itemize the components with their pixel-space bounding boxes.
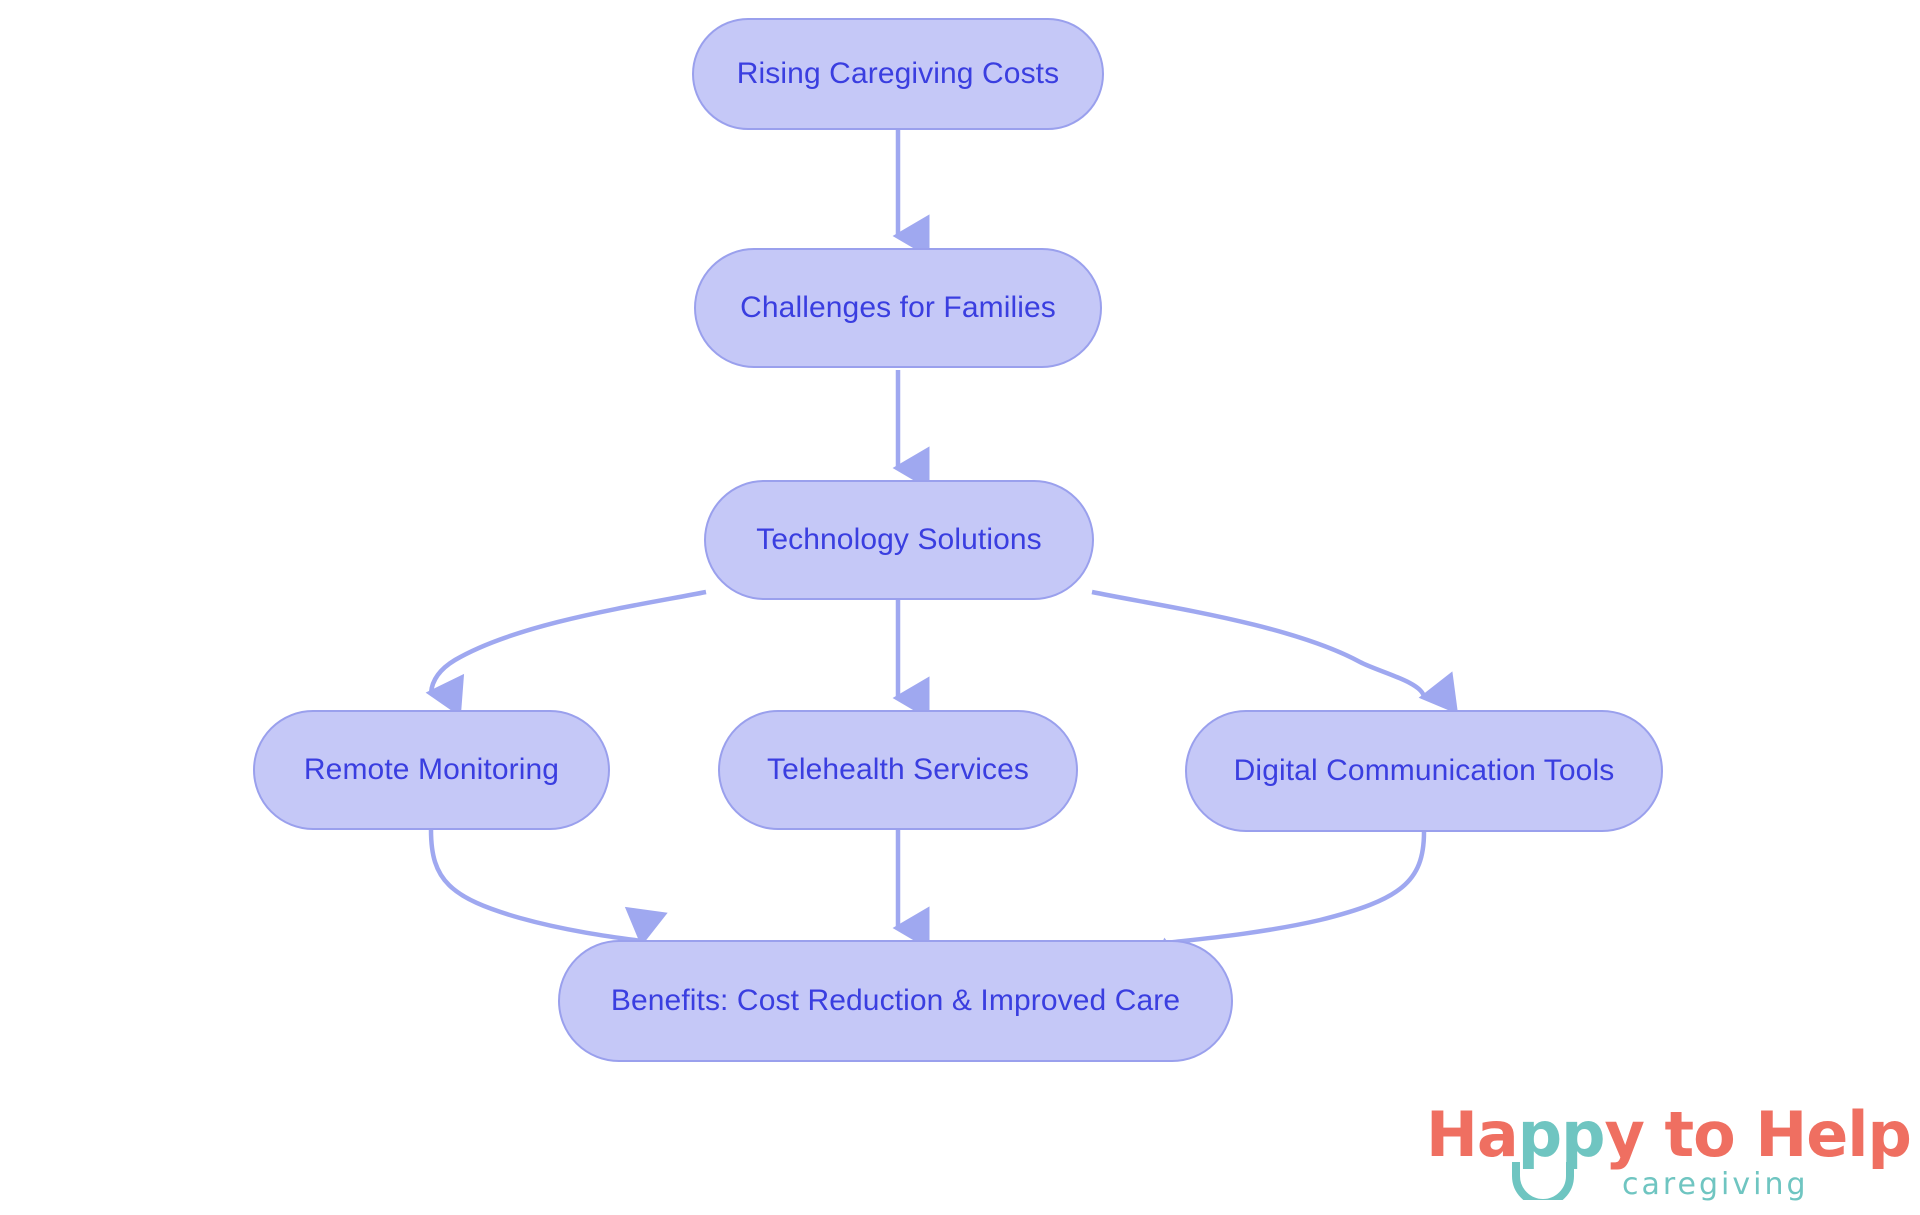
node-digital-communication-tools[interactable]: Digital Communication Tools	[1185, 710, 1663, 832]
node-benefits-cost-reduction-improved-care[interactable]: Benefits: Cost Reduction & Improved Care	[558, 940, 1233, 1062]
node-telehealth-services[interactable]: Telehealth Services	[718, 710, 1078, 830]
node-challenges-for-families[interactable]: Challenges for Families	[694, 248, 1102, 368]
logo-tagline: caregiving	[1622, 1167, 1809, 1202]
logo-wordmark: Happy to Help	[1426, 1104, 1912, 1166]
edge-technology-to-digital-tools	[1091, 589, 1459, 715]
logo-word-part-3: y to Help	[1604, 1098, 1912, 1171]
node-label: Telehealth Services	[766, 753, 1030, 786]
node-remote-monitoring[interactable]: Remote Monitoring	[253, 710, 610, 830]
node-label: Benefits: Cost Reduction & Improved Care	[610, 984, 1181, 1017]
edge-remote-monitoring-to-benefits	[428, 829, 668, 947]
node-technology-solutions[interactable]: Technology Solutions	[704, 480, 1094, 600]
logo-word-part-2: pp	[1517, 1098, 1606, 1171]
edge-digital-tools-to-benefits	[1147, 831, 1427, 977]
node-rising-caregiving-costs[interactable]: Rising Caregiving Costs	[692, 18, 1104, 130]
node-label: Rising Caregiving Costs	[736, 57, 1060, 90]
happy-to-help-logo: Happy to Help caregiving	[1426, 1104, 1912, 1210]
logo-word-part-1: Ha	[1426, 1098, 1519, 1171]
edge-technology-to-remote-monitoring	[425, 589, 707, 717]
node-label: Technology Solutions	[756, 523, 1042, 556]
node-label: Challenges for Families	[740, 291, 1056, 324]
smile-icon	[1512, 1162, 1574, 1200]
node-label: Digital Communication Tools	[1233, 754, 1615, 787]
node-label: Remote Monitoring	[303, 753, 560, 786]
